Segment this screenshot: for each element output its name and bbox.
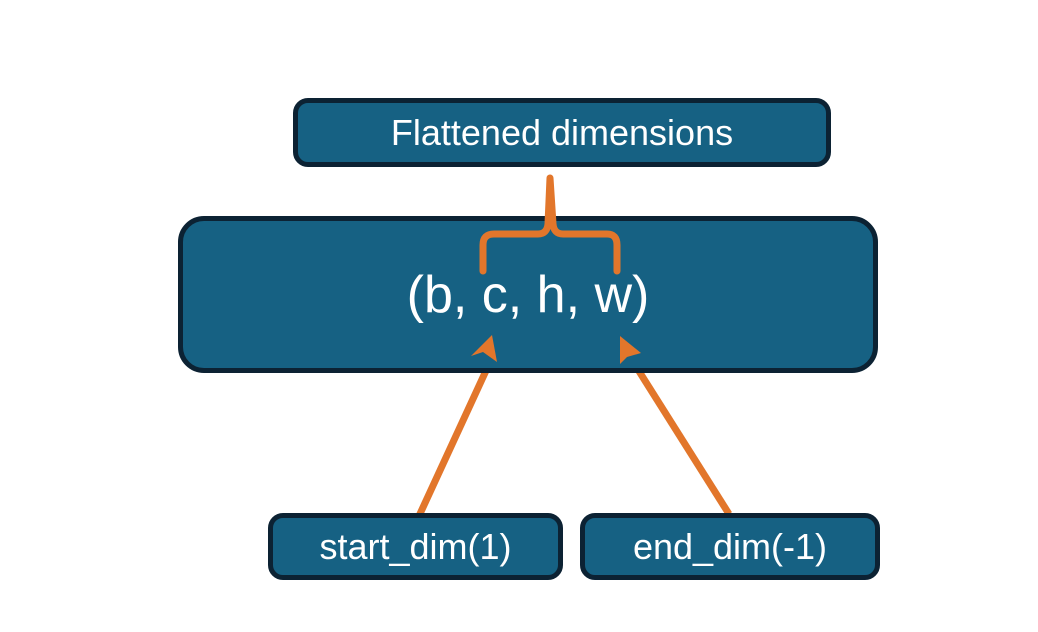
start-dim-box[interactable]: start_dim(1) bbox=[268, 513, 563, 580]
flattened-dimensions-box[interactable]: Flattened dimensions bbox=[293, 98, 831, 167]
start-dim-arrow bbox=[415, 347, 500, 518]
tensor-shape-label: (b, c, h, w) bbox=[406, 265, 650, 324]
flattened-dimensions-label: Flattened dimensions bbox=[390, 111, 734, 153]
start-dim-label: start_dim(1) bbox=[319, 525, 512, 567]
end-dim-label: end_dim(-1) bbox=[632, 525, 828, 567]
end-dim-box[interactable]: end_dim(-1) bbox=[580, 513, 880, 580]
end-dim-arrow bbox=[622, 347, 732, 516]
tensor-shape-box[interactable]: (b, c, h, w) bbox=[178, 216, 878, 373]
